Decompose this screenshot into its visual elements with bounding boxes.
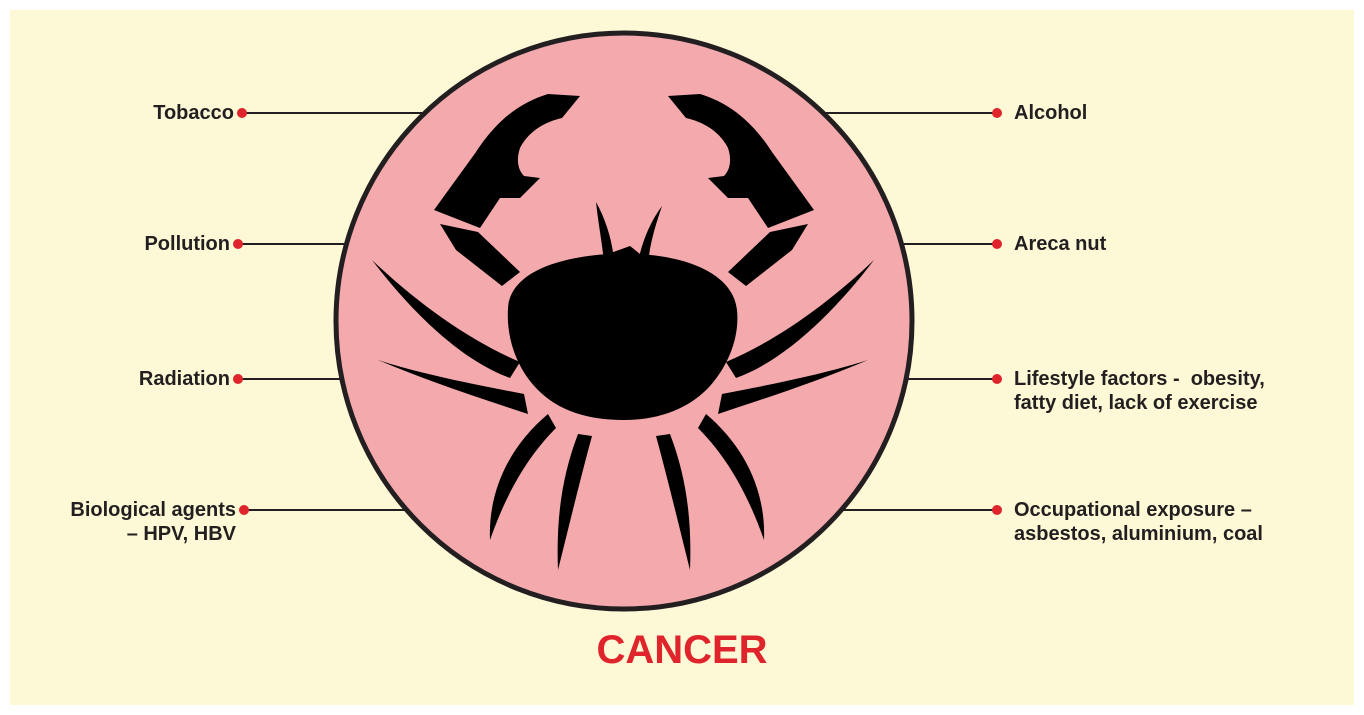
diagram-panel: Tobacco Pollution Radiation Biological a… — [10, 10, 1354, 705]
connector-dot-biological — [239, 505, 249, 515]
factor-label-areca-nut: Areca nut — [1014, 232, 1106, 256]
connector-dot-occupational — [992, 505, 1002, 515]
connector-dot-tobacco — [237, 108, 247, 118]
connector-dot-radiation — [233, 374, 243, 384]
factor-label-occupational-exposure: Occupational exposure – asbestos, alumin… — [1014, 498, 1263, 546]
connector-dot-lifestyle — [992, 374, 1002, 384]
factor-label-tobacco: Tobacco — [153, 101, 234, 125]
factor-label-pollution: Pollution — [144, 232, 230, 256]
factor-label-biological-agents: Biological agents – HPV, HBV — [70, 498, 236, 546]
connector-dot-pollution — [233, 239, 243, 249]
factor-label-radiation: Radiation — [139, 367, 230, 391]
factor-label-lifestyle-factors: Lifestyle factors - obesity, fatty diet,… — [1014, 367, 1265, 415]
connector-dot-areca — [992, 239, 1002, 249]
connector-dot-alcohol — [992, 108, 1002, 118]
factor-label-alcohol: Alcohol — [1014, 101, 1087, 125]
diagram-caption: CANCER — [10, 628, 1354, 672]
